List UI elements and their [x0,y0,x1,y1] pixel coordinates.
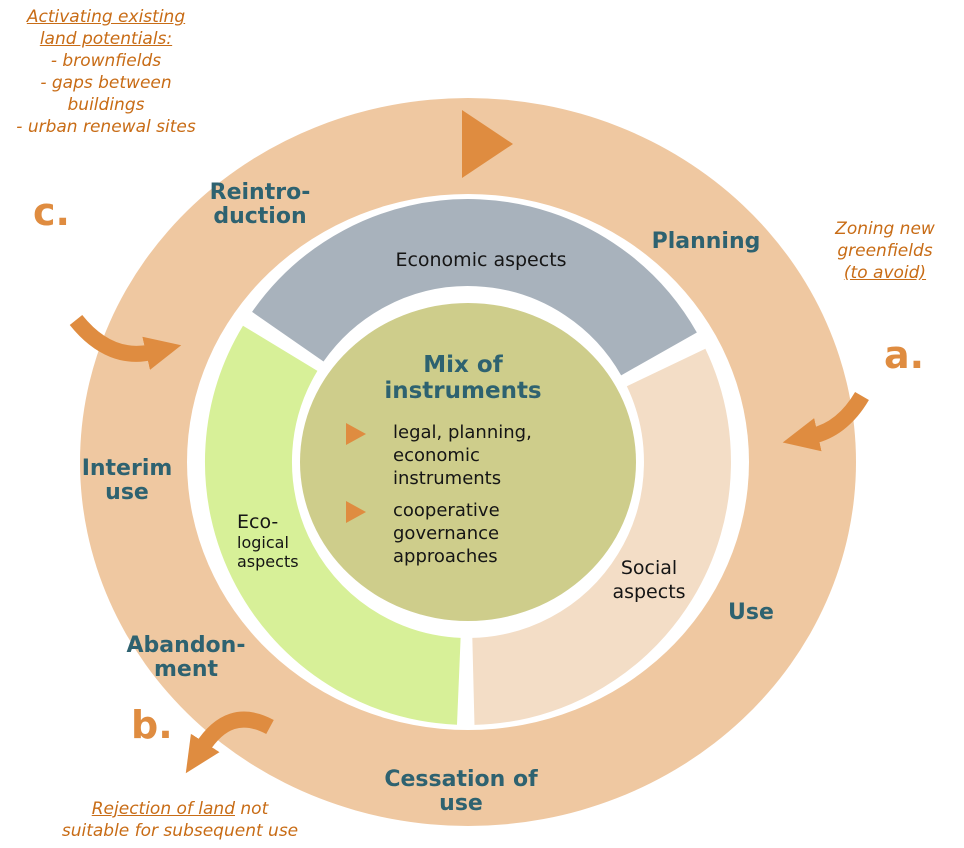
annotation-rest-part: not [235,799,269,819]
stage-label-line: Abandon- [126,633,246,658]
bullet-text: cooperative governance approaches [393,499,500,568]
aspect-label-line: aspects [612,581,686,603]
annotation-item: buildings [67,95,145,115]
segment-ecological [204,325,462,725]
bullet-triangle-icon [346,501,366,523]
stage-label-line: Interim [81,456,173,481]
aspect-label-line: aspects [237,552,299,571]
bullet-text-line: economic [393,445,480,466]
annotation-item: - urban renewal sites [16,117,196,137]
center-title-mix-of-instruments: Mix of instruments [363,352,563,404]
stage-label-use: Use [728,600,774,625]
stage-label-line: duction [213,204,307,229]
aspect-label-line: logical [237,533,289,552]
aspect-label-social: Social aspects [599,556,699,604]
bullet-text-line: instruments [393,468,502,489]
bullet-item-governance: cooperative governance approaches [346,499,566,568]
arrow-b-icon [185,711,274,774]
annotation-activating-land-potentials: Activating existing land potentials: - b… [2,6,210,138]
segment-economic [252,199,697,377]
aspect-label-line: Social [620,557,678,579]
annotation-title-line: Activating existing [26,7,186,27]
aspect-label-ecological: Eco- logical aspects [237,511,327,571]
annotation-underlined-part: Rejection of land [91,799,235,819]
bullet-item-instruments: legal, planning, economic instruments [346,421,566,490]
annotation-item: - brownfields [50,51,162,71]
bullet-triangle-icon [346,423,366,445]
aspect-label-economic: Economic aspects [395,249,567,271]
annotation-line: Zoning new [835,219,935,239]
bullet-text-line: legal, planning, [393,422,532,443]
annotation-line: Rejection of land not [10,798,350,820]
stage-label-line: Reintro- [209,180,311,205]
bullet-text-line: cooperative [393,500,500,521]
annotation-item: - gaps between [40,73,172,93]
ring-layer [69,98,869,826]
annotation-rejection-of-land: Rejection of land not suitable for subse… [10,798,350,842]
bullet-text-line: governance [393,523,500,544]
annotation-line: (to avoid) [843,263,927,283]
stage-label-abandonment: Abandon- ment [116,634,256,682]
stage-label-line: use [105,480,149,505]
stage-label-reintroduction: Reintro- duction [185,181,335,229]
cycle-direction-triangle-icon [462,110,513,178]
marker-b-label: b. [131,703,173,747]
annotation-zoning-greenfields: Zoning new greenfields (to avoid) [806,218,964,284]
segment-social [471,348,731,725]
center-bullet-list: legal, planning, economic instruments co… [346,421,566,577]
stage-label-interim-use: Interim use [67,457,187,505]
center-circle [300,303,636,621]
stage-label-cessation-of-use: Cessation of use [384,767,538,816]
bullet-text: legal, planning, economic instruments [393,421,532,490]
annotation-line: suitable for subsequent use [61,821,299,841]
arrow-a-icon [782,391,869,452]
marker-c-label: c. [33,190,70,234]
bullet-text-line: approaches [393,546,498,567]
aspect-label-line: Eco- [237,511,279,533]
stage-label-line: ment [153,657,219,682]
center-title-line: instruments [384,378,542,404]
marker-a-label: a. [884,333,925,377]
stage-label-planning: Planning [651,229,761,254]
arrow-c-icon [69,314,182,370]
annotation-title-line: land potentials: [39,29,173,49]
annotation-line: greenfields [837,241,933,261]
center-title-line: Mix of [423,352,503,378]
